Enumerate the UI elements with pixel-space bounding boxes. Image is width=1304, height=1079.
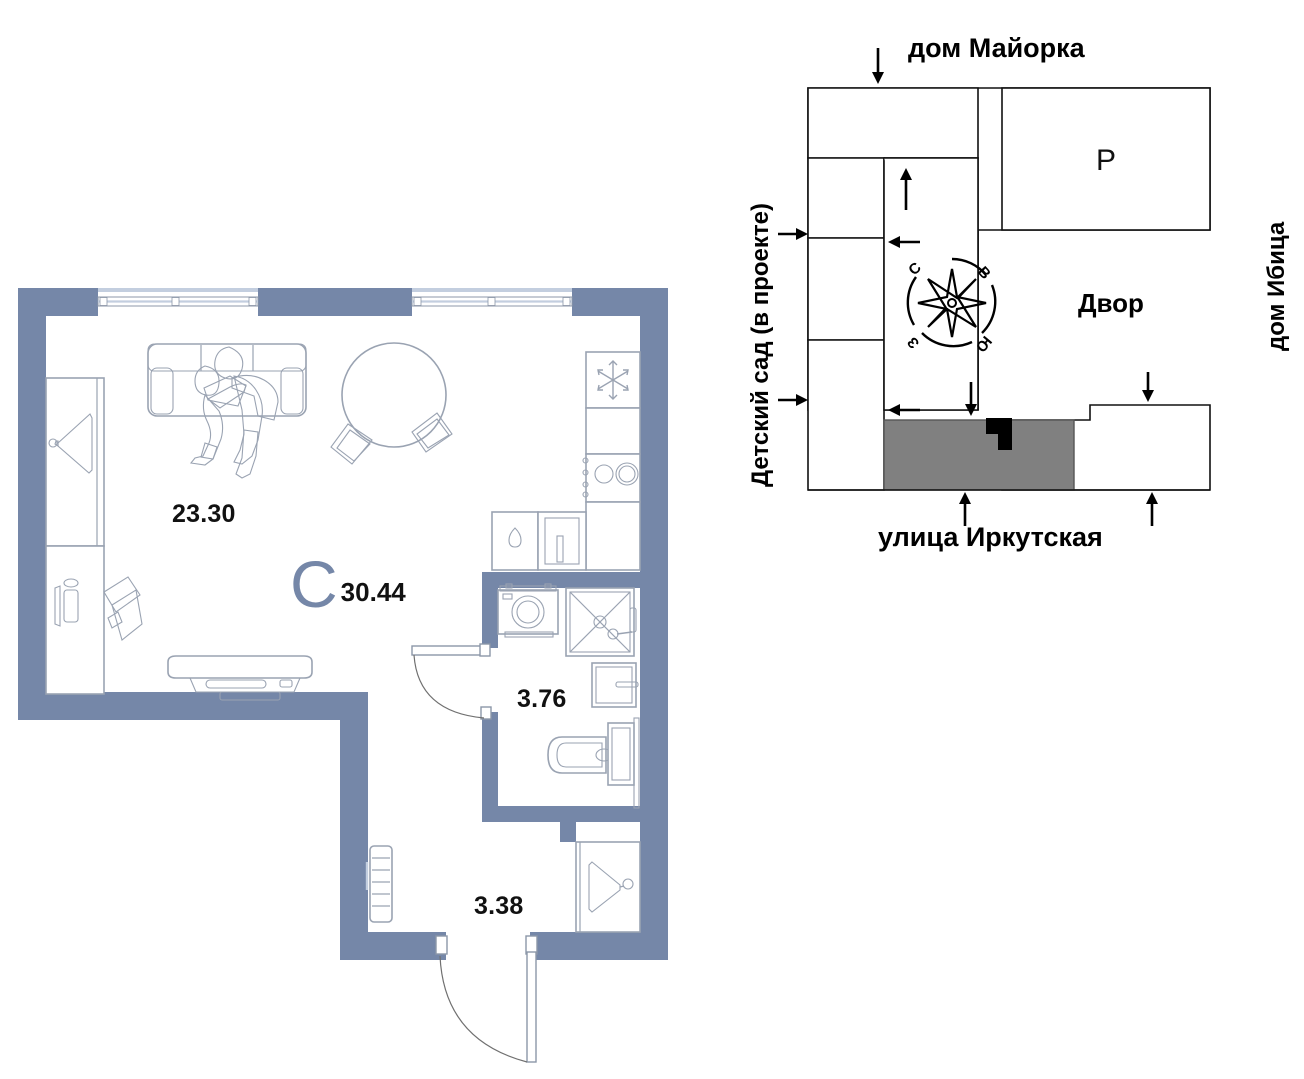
living-room-furniture (45, 342, 453, 701)
site-map-drawing: .bld { fill:#ffffff; stroke:#111111; str… (778, 48, 1211, 526)
refrigerator-icon (585, 351, 641, 409)
kitchen-furniture (491, 351, 641, 571)
vanity-icon (591, 662, 639, 708)
wardrobe-icon (45, 377, 105, 547)
arrow-down-icon (1142, 372, 1154, 402)
cabinet-icon (45, 545, 105, 695)
dishwasher-icon (537, 511, 587, 571)
map-label-dom-mayorka: дом Майорка (908, 33, 1085, 63)
area-label-hallway: 3.38 (474, 892, 524, 920)
map-label-detskiy-sad: Детский сад (в проекте) (747, 203, 774, 487)
arrow-up-icon (959, 492, 971, 526)
arrow-right-icon (778, 394, 808, 406)
floor-plan-drawing: .wall { fill:#7587A8; } .wl { fill:#C3CE… (18, 288, 668, 1063)
parking-label: Р (1096, 144, 1116, 177)
stove-icon (582, 453, 641, 503)
people-icon (189, 346, 279, 479)
arrow-left-icon (888, 404, 920, 416)
washing-machine-icon (497, 583, 559, 638)
arrow-up-icon (1146, 492, 1158, 526)
door-icon (411, 643, 492, 720)
map-label-dom-ibitsa: дом Ибица (1263, 221, 1290, 351)
hanger-icon (588, 861, 634, 913)
radiator-icon (365, 845, 393, 923)
sofa-icon (147, 343, 307, 417)
arrow-left-icon (888, 236, 920, 248)
site-buildings (807, 87, 1211, 491)
map-label-ulitsa-irkutskaya: улица Иркутская (878, 522, 1103, 552)
bed-icon (167, 655, 313, 701)
map-label-dvor: Двор (1078, 288, 1144, 318)
bathroom-fixtures (497, 583, 640, 809)
area-label-living-room: 23.30 (172, 500, 236, 528)
current-building-block (883, 419, 1075, 491)
walls-group (18, 288, 668, 960)
round-table-icon (330, 342, 453, 465)
shower-icon (565, 587, 637, 657)
door-icon (435, 935, 538, 1063)
total-area-badge: C 30.44 (290, 547, 406, 621)
area-label-bathroom: 3.76 (517, 685, 567, 713)
window-icon (411, 296, 573, 307)
arrow-down-icon (965, 382, 977, 416)
wardrobe-icon (575, 841, 641, 933)
sink-icon (491, 511, 539, 571)
arrow-up-icon (900, 168, 912, 210)
armchair-icon (103, 576, 143, 641)
total-area-value: 30.44 (340, 576, 406, 607)
arrow-down-icon (872, 48, 884, 84)
window-icon (97, 296, 259, 307)
doors-group (411, 643, 538, 1063)
site-arrows (778, 48, 1158, 526)
window-group (97, 296, 573, 307)
hall-furniture (365, 841, 641, 933)
arrow-right-icon (778, 228, 808, 240)
apartment-type-letter: C (290, 547, 338, 621)
toilet-icon (547, 722, 635, 786)
current-unit-marker (986, 418, 1012, 450)
